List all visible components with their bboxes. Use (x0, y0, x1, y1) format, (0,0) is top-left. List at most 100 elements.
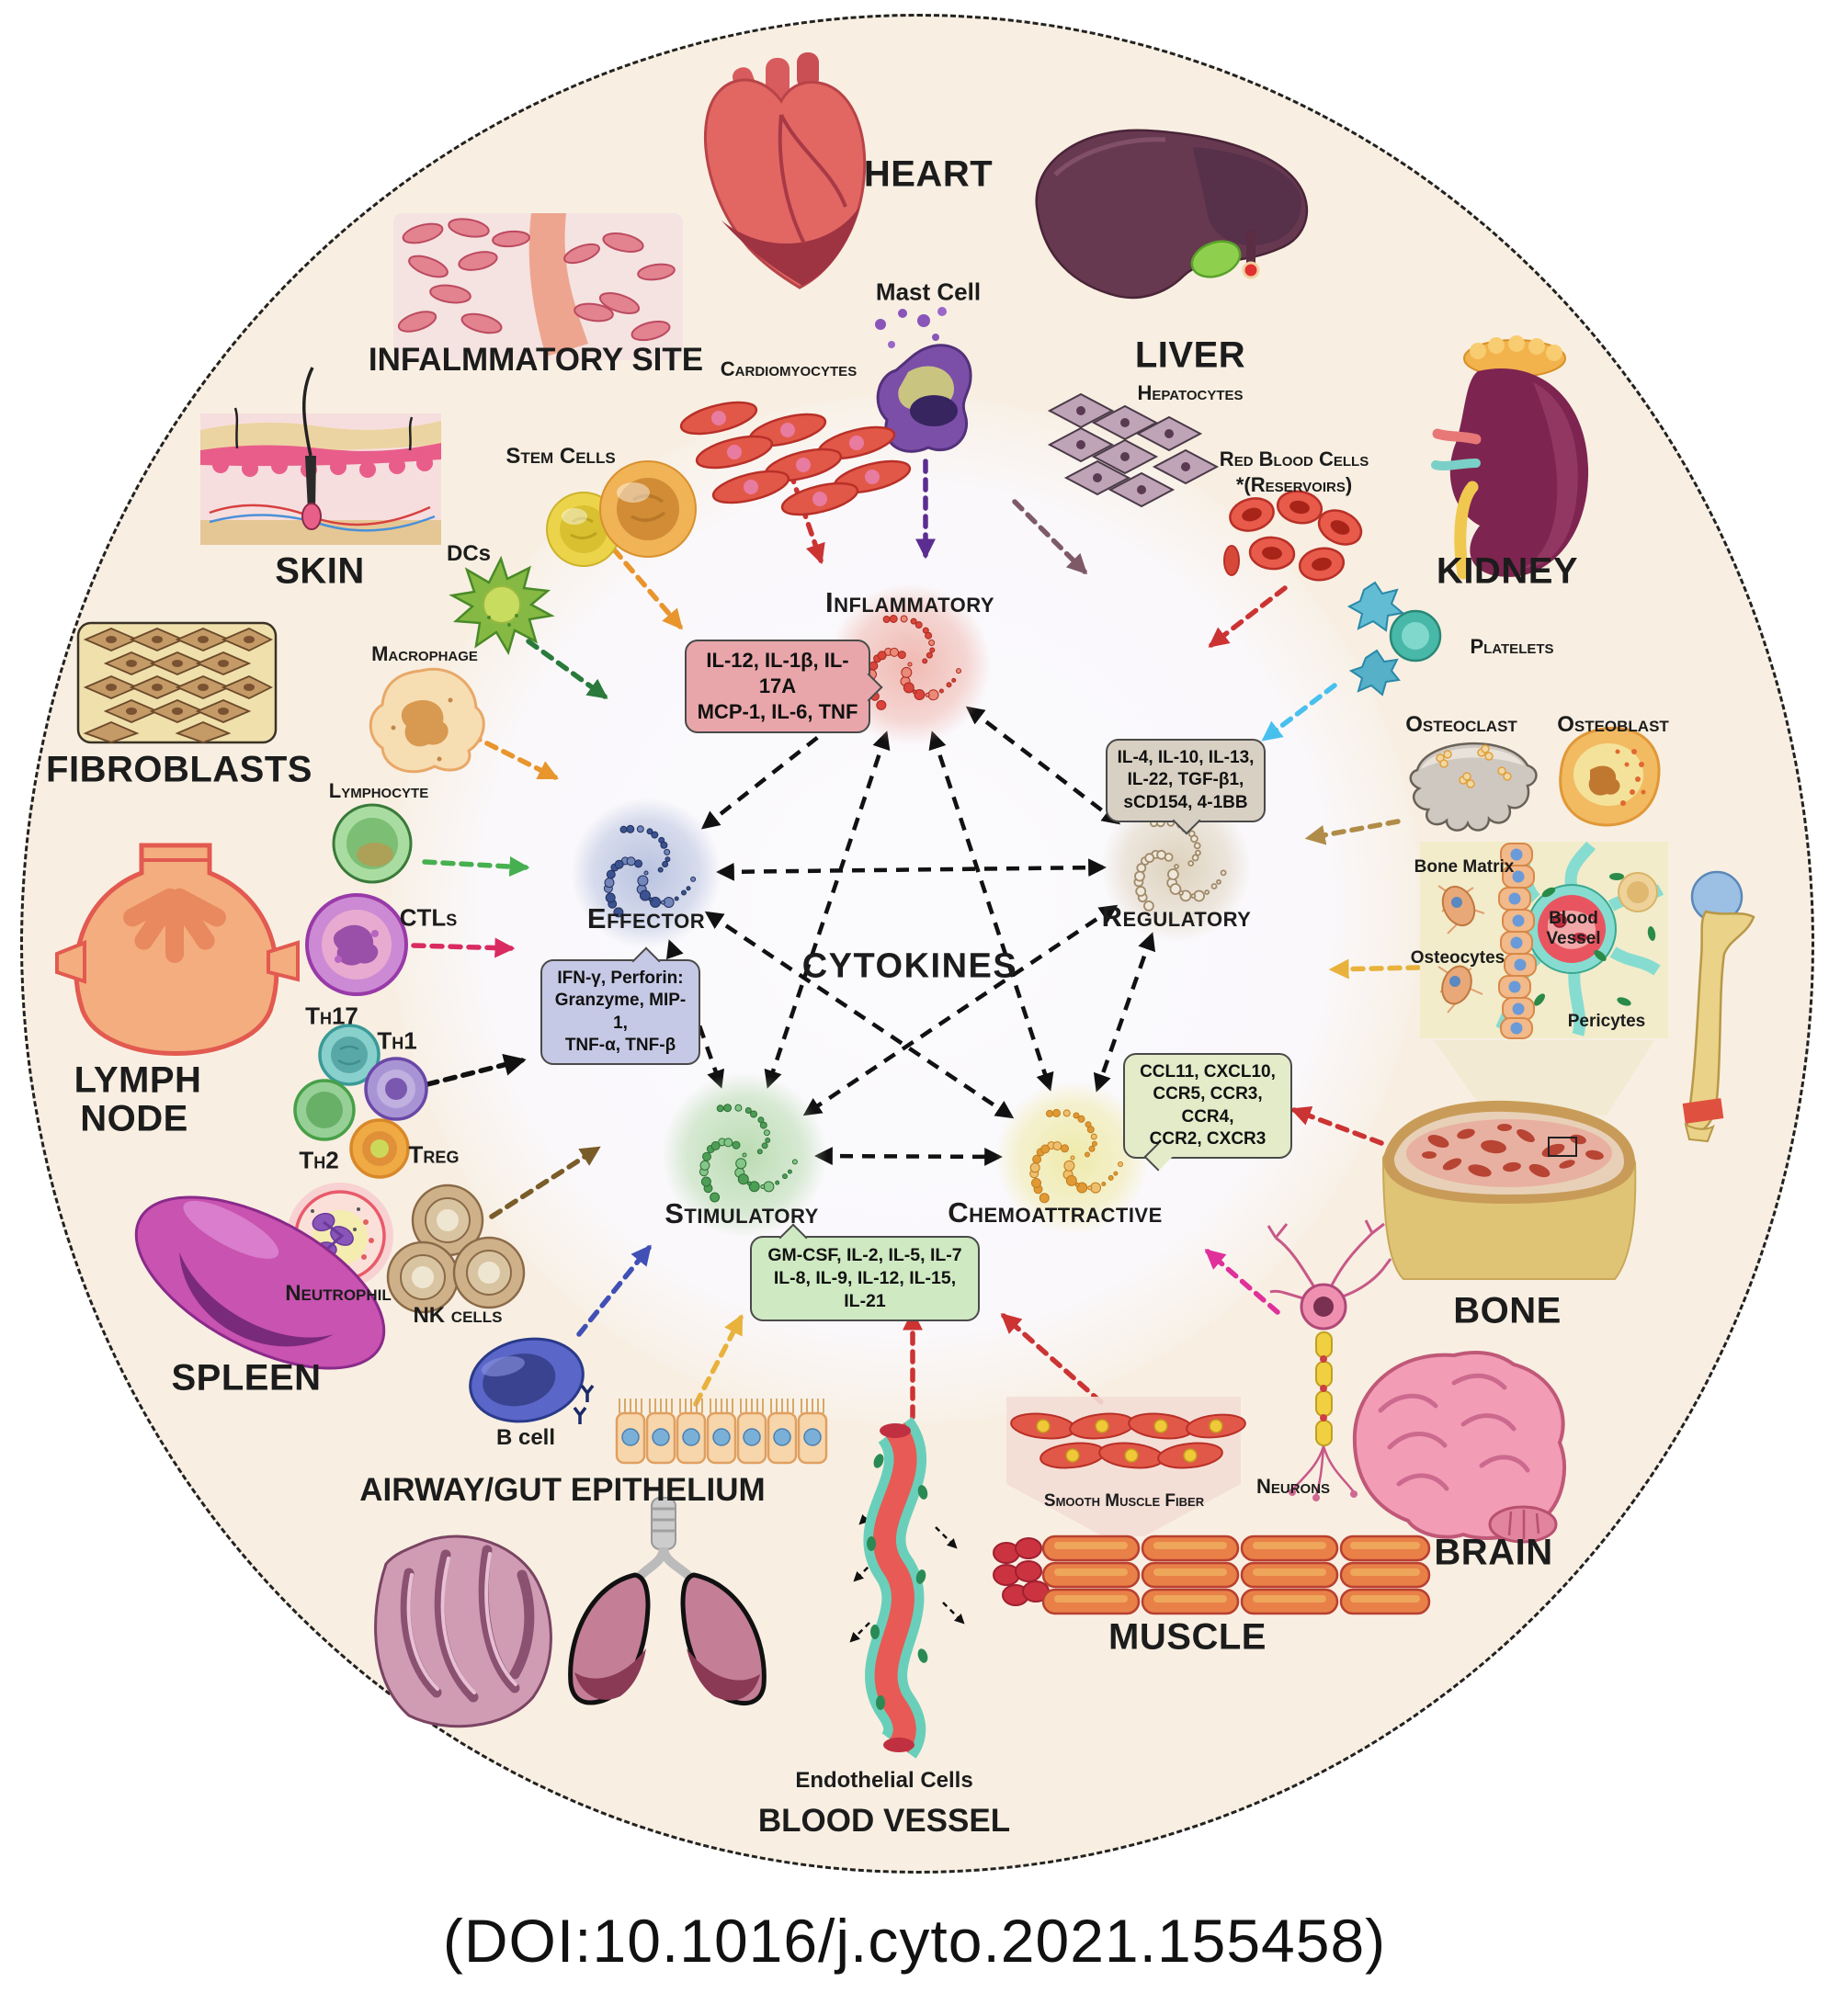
heart-icon (703, 52, 867, 289)
inflammatory-cytokines-box: IL-12, IL-1β, IL-17A MCP-1, IL-6, TNF (685, 640, 883, 734)
cardiomyocytes-icon (679, 401, 912, 516)
mast-cell-label: Mast Cell (875, 277, 982, 306)
spleen-icon (134, 1195, 386, 1370)
box-line: IL-22, TGF-β1, (1127, 770, 1244, 790)
box-line: sCD154, 4-1BB (1123, 792, 1248, 812)
airway-gut-epithelium-label: AIRWAY/GUT EPITHELIUM (359, 1472, 766, 1508)
blood-vessel-label: BLOOD VESSEL (757, 1803, 1011, 1839)
node-clusters (571, 583, 1252, 1238)
node-label-chemoattractive: Chemoattractive (948, 1196, 1163, 1229)
red-blood-cells-label-2: *(Reservoirs) (1235, 473, 1353, 496)
nk-cells-icon (386, 1184, 526, 1314)
bone-cross-section-icon (1381, 1100, 1637, 1280)
osteoclast-label: Osteoclast (1405, 712, 1517, 737)
smooth-muscle-panel-icon (1006, 1397, 1246, 1536)
center-title: CYTOKINES (801, 946, 1018, 986)
lymph-node-label-1: LYMPH (74, 1059, 202, 1101)
osteocytes-label: Osteocytes (1410, 948, 1505, 968)
skin-label: SKIN (275, 550, 365, 592)
node-label-regulatory: Regulatory (1101, 900, 1252, 933)
inflammatory-site-icon (393, 213, 683, 360)
bone-matrix-label: Bone Matrix (1414, 857, 1515, 877)
muscle-label: MUSCLE (1108, 1616, 1267, 1658)
lymph-node-icon (55, 843, 300, 1056)
peripheral-arrows (411, 459, 1421, 1456)
box-line: CCL11, CXCL10, (1140, 1062, 1276, 1082)
stem-cells-icon (546, 460, 697, 567)
box-line: IFN-γ, Perforin: (557, 968, 684, 988)
nk-cells-label: NK cells (413, 1303, 503, 1328)
neurons-label: Neurons (1255, 1475, 1331, 1498)
red-blood-cells-icon (1223, 490, 1363, 582)
mast-cell-icon (875, 307, 972, 453)
kidney-label: KIDNEY (1436, 550, 1579, 592)
effector-node-icon (603, 824, 697, 918)
box-line: CCR2, CXCR3 (1149, 1128, 1267, 1149)
intestine-icon (374, 1535, 552, 1728)
blood-vessel-inner-label-2: Vessel (1546, 929, 1601, 948)
treg-label: Treg (408, 1140, 460, 1169)
osteoblast-label: Osteoblast (1557, 712, 1669, 737)
regulatory-cytokines-box: IL-4, IL-10, IL-13, IL-22, TGF-β1, sCD15… (1106, 739, 1266, 835)
liver-icon (1035, 129, 1309, 300)
ctls-label: CTLs (399, 903, 458, 932)
skin-icon (200, 367, 441, 545)
box-line: IL-4, IL-10, IL-13, (1117, 748, 1255, 767)
th17-label: Th17 (305, 1002, 358, 1030)
chemoattractive-node-icon (1029, 1108, 1123, 1204)
red-blood-cells-label: Red Blood Cells (1219, 447, 1369, 470)
dendritic-cell-icon (449, 555, 555, 656)
osteoclast-icon (1409, 742, 1538, 832)
box-line: TNF-α, TNF-β (564, 1035, 676, 1055)
fibroblasts-icon (76, 621, 278, 744)
hepatocytes-icon (1047, 392, 1220, 508)
blood-vessel-inner-label-1: Blood (1549, 909, 1598, 928)
box-line: MCP-1, IL-6, TNF (697, 700, 858, 724)
b-cell-icon (469, 1337, 595, 1424)
effector-cytokines-box: IFN-γ, Perforin: Granzyme, MIP-1, TNF-α,… (540, 946, 700, 1066)
th1-label: Th1 (377, 1026, 417, 1055)
b-cell-label: B cell (495, 1425, 556, 1450)
lymph-node-label-2: NODE (80, 1098, 188, 1139)
hepatocytes-label: Hepatocytes (1137, 381, 1244, 404)
node-label-effector: Effector (586, 902, 706, 934)
muscle-icon (993, 1535, 1431, 1615)
chemoattractive-cytokines-box: CCL11, CXCL10, CCR5, CCR3, CCR4, CCR2, C… (1123, 1053, 1292, 1172)
platelets-label: Platelets (1470, 635, 1554, 658)
th2-label: Th2 (299, 1146, 339, 1174)
box-line: CCR5, CCR3, CCR4, (1153, 1084, 1263, 1127)
neutrophil-label: Neutrophil (285, 1281, 392, 1306)
brain-icon (1352, 1351, 1566, 1544)
kidney-icon (1431, 335, 1589, 580)
liver-label: LIVER (1134, 334, 1246, 376)
box-line: IL-12, IL-1β, IL-17A (706, 649, 849, 698)
stimulatory-cytokines-box: GM-CSF, IL-2, IL-5, IL-7 IL-8, IL-9, IL-… (750, 1223, 980, 1321)
neuron-icon (1267, 1219, 1392, 1501)
pericytes-label: Pericytes (1567, 1012, 1646, 1031)
box-line: IL-8, IL-9, IL-12, IL-15, IL-21 (773, 1267, 957, 1311)
smooth-muscle-fiber-label: Smooth Muscle Fiber (1043, 1491, 1205, 1511)
inflammatory-site-label: INFALMMATORY SITE (368, 342, 704, 378)
endothelial-cells-label: Endothelial Cells (795, 1768, 973, 1793)
osteoblast-icon (1559, 726, 1661, 827)
bone-panel-funnel (1434, 1040, 1654, 1116)
brain-label: BRAIN (1434, 1532, 1553, 1573)
bone-label: BONE (1453, 1290, 1562, 1331)
left-cells (287, 803, 526, 1314)
stimulatory-node-icon (699, 1104, 798, 1203)
node-label-inflammatory: Inflammatory (824, 586, 995, 618)
macrophage-label: Macrophage (371, 642, 478, 665)
doi-caption: (DOI:10.1016/j.cyto.2021.155458) (442, 1907, 1387, 1975)
femur-icon (1682, 870, 1755, 1143)
fibroblasts-label: FIBROBLASTS (46, 749, 312, 790)
lungs-icon (568, 1497, 767, 1706)
spleen-label: SPLEEN (171, 1357, 322, 1399)
cardiomyocytes-label: Cardiomyocytes (720, 357, 858, 380)
blood-vessel-icon (863, 1417, 928, 1759)
box-line: GM-CSF, IL-2, IL-5, IL-7 (767, 1245, 962, 1265)
dcs-label: DCs (446, 541, 492, 566)
platelets-icon (1346, 581, 1442, 697)
bone-matrix-panel-icon (1420, 841, 1668, 1039)
macrophage-icon (369, 667, 485, 774)
epithelium-icon (615, 1399, 828, 1465)
